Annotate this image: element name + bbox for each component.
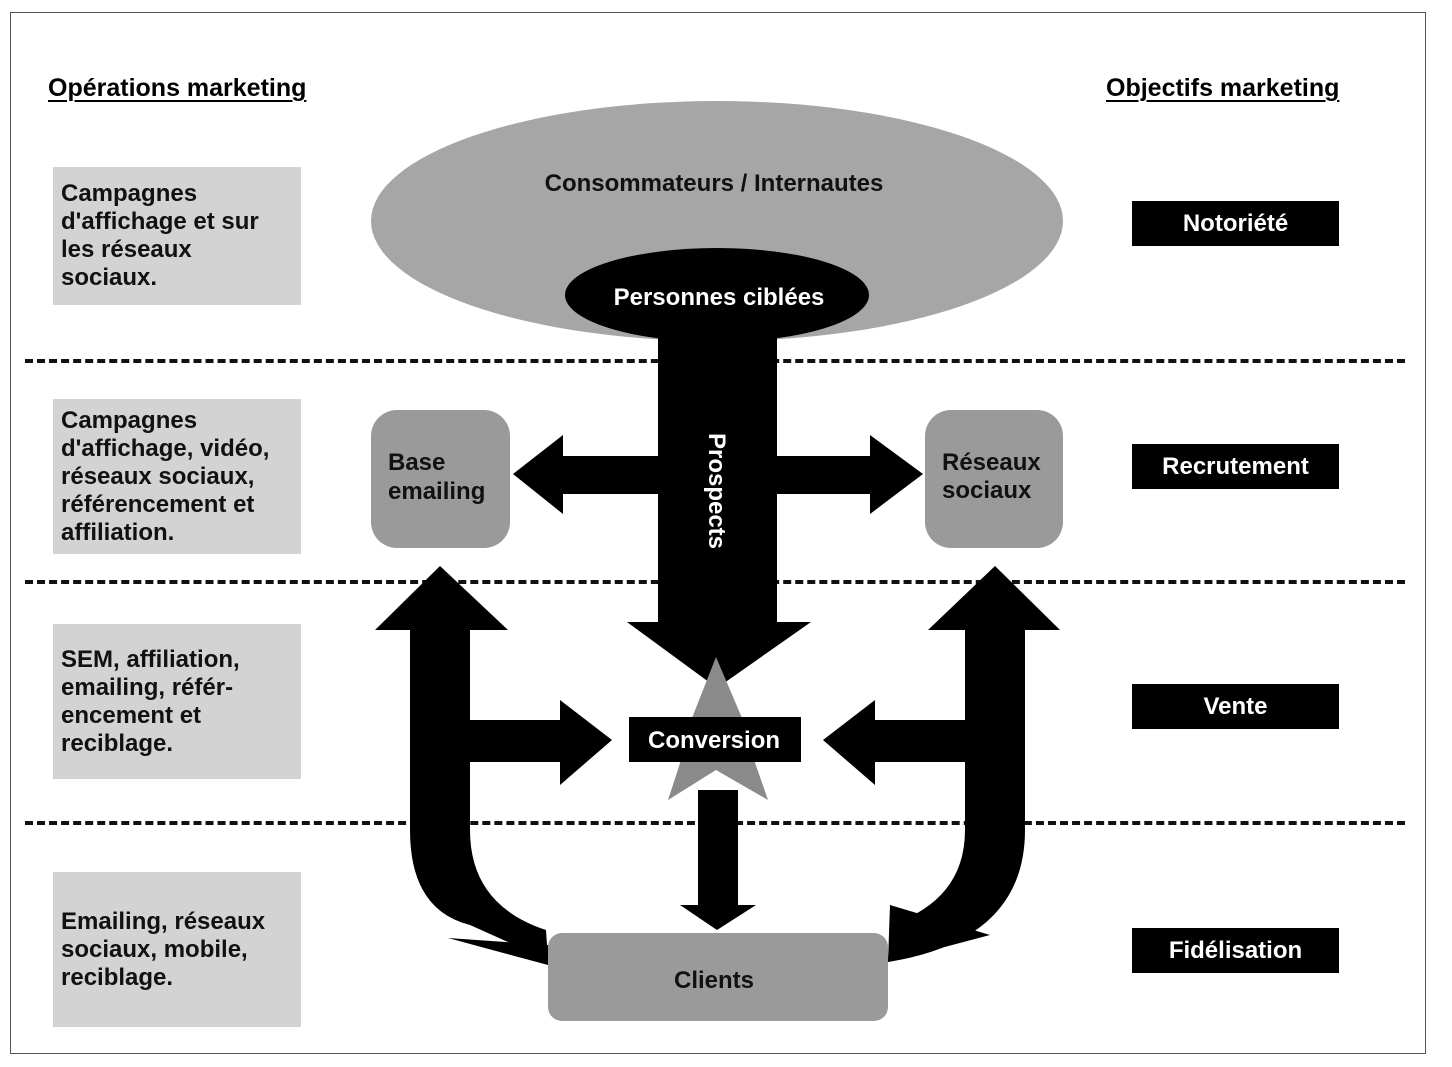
consumers-label: Consommateurs / Internautes [545,170,884,197]
consumers-ellipse [371,101,1063,341]
objective-label: Notoriété [1182,209,1289,237]
objective-label: Recrutement [1162,452,1309,480]
objective-recruitment: Recrutement [1132,444,1339,489]
right-loop-arrow [823,566,1060,962]
targeted-ellipse [565,248,869,342]
operation-box-recruitment: Campagnes d'affichage, vidéo, réseaux so… [53,399,301,554]
base-emailing-box [371,410,510,548]
operation-box-sales: SEM, affiliation, emailing, référ-enceme… [53,624,301,779]
objective-sales: Vente [1132,684,1339,729]
operations-heading: Opérations marketing [48,74,307,102]
social-networks-box [925,410,1063,548]
operation-text: Campagnes d'affichage et sur les réseaux… [61,180,259,291]
operation-text: SEM, affiliation, emailing, référ-enceme… [61,645,240,757]
objectives-heading: Objectifs marketing [1106,74,1340,102]
diagram-frame [10,12,1426,1054]
objective-loyalty: Fidélisation [1132,928,1339,973]
prospects-label: Prospects [703,433,730,549]
objective-label: Vente [1203,692,1268,720]
objective-notoriety: Notoriété [1132,201,1339,246]
operation-text: Emailing, réseaux sociaux, mobile, recib… [61,907,266,991]
conversion-to-clients-arrow [680,790,756,930]
operation-text: Campagnes d'affichage, vidéo, réseaux so… [61,406,270,546]
clients-label: Clients [674,967,754,994]
operation-box-awareness: Campagnes d'affichage et sur les réseaux… [53,167,301,305]
left-loop-arrow [375,566,612,965]
clients-box [548,933,888,1021]
base-emailing-label-line1: Base [388,449,445,476]
objective-label: Fidélisation [1168,936,1303,964]
operation-box-loyalty: Emailing, réseaux sociaux, mobile, recib… [53,872,301,1027]
base-emailing-label-line2: emailing [388,478,485,505]
social-networks-label-line1: Réseaux [942,449,1041,476]
social-networks-label-line2: sociaux [942,477,1032,504]
conversion-label-box [629,717,801,762]
horizontal-double-arrow [513,435,923,514]
conversion-label: Conversion [648,727,780,754]
targeted-label: Personnes ciblées [614,284,825,311]
